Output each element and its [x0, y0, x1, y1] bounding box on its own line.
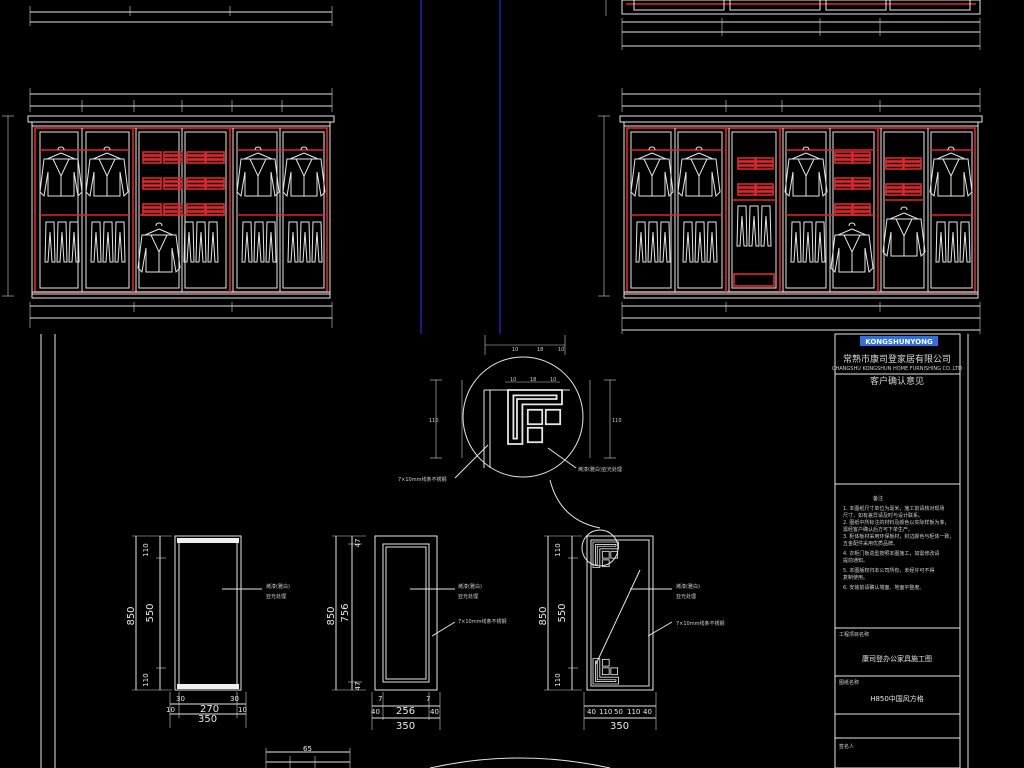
- door-panel-steel-inlay: 烤漆(雅白) 亚光处理 7×10mm线条不锈钢 850 756 47 47 7 …: [326, 535, 506, 732]
- door-panel-plain: 烤漆(雅白) 亚光处理 850 110 550 110 30 30 10 270…: [126, 535, 290, 728]
- panel2-note-b: 亚光处理: [458, 593, 478, 600]
- dim-left: 110: [429, 418, 439, 424]
- panel1-dim-top: 110: [142, 543, 150, 556]
- lattice-detail-callout: 10 18 10 10 18 10 110 110 7×10mm线条不锈钢 烤漆…: [398, 335, 622, 529]
- company-subtitle: CHANGSHU KONGSHUN HOME FURNISHING CO.,LT…: [832, 366, 962, 372]
- panel2-note-c: 7×10mm线条不锈钢: [458, 618, 506, 625]
- drawing-name-label: 图纸名称: [839, 679, 859, 686]
- panel3-note-c: 7×10mm线条不锈钢: [676, 620, 724, 627]
- dim-top-f: 10: [550, 377, 556, 383]
- project-value: 康司登办公家具施工图: [862, 654, 932, 663]
- panel1-dim-w-total: 350: [198, 714, 217, 725]
- panel1-dim-bot: 110: [142, 673, 150, 686]
- notes-list: 1. 本图纸尺寸单位为毫米，施工前请核对现场 尺寸，如有差异请及时与设计联系。 …: [843, 505, 954, 591]
- title-block: KONGSHUNYONG 常熟市康司登家居有限公司 CHANGSHU KONGS…: [832, 333, 962, 768]
- wardrobe-elevation-left: [2, 88, 335, 328]
- note-line: 3. 柜体板材采用环保板材，封边颜色与柜体一致，: [843, 533, 954, 540]
- panel2-dim-height: 850: [326, 606, 337, 625]
- panel2-dim-w-b: 7: [426, 695, 430, 703]
- panel1-dim-w-10b: 10: [238, 706, 247, 714]
- detail-note-right: 烤漆(雅白)亚光处理: [578, 466, 622, 473]
- wardrobe-elevation-right: [598, 88, 983, 334]
- project-label: 工程项目名称: [839, 631, 869, 638]
- panel1-dim-w-inner: 270: [200, 704, 219, 715]
- top-right-wardrobe-partial: [605, 0, 981, 50]
- panel1-note-a: 烤漆(雅白): [266, 583, 290, 590]
- panel3-dim-w-d: 110: [627, 708, 640, 716]
- panel3-dim-height: 850: [538, 606, 549, 625]
- note-line: 5. 本图版权归本公司所有，未经许可不得: [843, 567, 934, 574]
- note-line: 2. 图纸中所标注的材料及颜色以实际样板为准，: [843, 519, 949, 526]
- note-line: 1. 本图纸尺寸单位为毫米，施工前请核对现场: [843, 505, 944, 512]
- bottom-dim-65: 65: [303, 745, 312, 753]
- dim-right: 110: [612, 418, 622, 424]
- dim-top-b: 18: [537, 347, 543, 353]
- client-confirm-heading: 客户确认意见: [870, 375, 924, 387]
- panel2-dim-w-40b: 40: [430, 708, 439, 716]
- panel2-dim-w-total: 350: [396, 721, 415, 732]
- note-line: 提前通知。: [843, 557, 868, 564]
- company-logo: KONGSHUNYONG: [865, 338, 933, 346]
- company-name: 常熟市康司登家居有限公司: [843, 353, 951, 365]
- panel1-dim-w-b: 30: [230, 695, 239, 703]
- panel1-dim-w-10a: 10: [166, 706, 175, 714]
- panel3-dim-mid: 550: [557, 603, 568, 622]
- panel2-dim-w-inner: 256: [396, 706, 415, 717]
- panel3-dim-w-total: 350: [610, 721, 629, 732]
- panel1-dim-height: 850: [126, 606, 137, 625]
- panel2-dim-inner: 756: [340, 603, 351, 622]
- panel2-dim-top: 47: [354, 539, 362, 548]
- panel3-dim-bot: 110: [554, 673, 562, 686]
- note-line: 4. 衣柜门板造型按照本图施工，如需修改请: [843, 550, 939, 557]
- panel3-note-a: 烤漆(雅白): [676, 583, 700, 590]
- panel3-dim-w-b: 110: [599, 708, 612, 716]
- panel2-dim-w-40a: 40: [371, 708, 380, 716]
- detail-note-left: 7×10mm线条不锈钢: [398, 476, 446, 483]
- note-line: 五金配件采用优质品牌。: [843, 540, 898, 547]
- door-panel-chinese-lattice: 烤漆(雅白) 亚光处理 7×10mm线条不锈钢 850 110 550 110 …: [538, 529, 724, 732]
- panel3-dim-top: 110: [554, 543, 562, 556]
- dim-top-d: 10: [510, 377, 516, 383]
- bottom-detail-partial: 65: [265, 745, 611, 768]
- panel1-dim-w-a: 30: [176, 695, 185, 703]
- panel3-note-b: 亚光处理: [676, 593, 696, 600]
- panel3-dim-w-a: 40: [587, 708, 596, 716]
- note-line: 需经客户确认后方可下单生产。: [843, 526, 913, 533]
- dim-top-a: 10: [512, 347, 518, 353]
- dim-top-c: 10: [558, 347, 564, 353]
- signer-label: 签名人: [839, 743, 854, 750]
- note-line: 复制使用。: [843, 574, 868, 581]
- panel3-dim-w-c: 50: [614, 708, 623, 716]
- note-line: 6. 安装前请确认墙面、地面平整度。: [843, 584, 924, 591]
- dim-top-e: 18: [530, 377, 536, 383]
- panel3-dim-w-e: 40: [643, 708, 652, 716]
- notes-heading: 备注: [873, 495, 883, 502]
- panel2-dim-bot: 47: [354, 682, 362, 691]
- top-left-dimension-strip: [29, 6, 333, 26]
- panel1-dim-mid: 550: [145, 603, 156, 622]
- panel1-note-b: 亚光处理: [266, 593, 286, 600]
- panel2-dim-w-a: 7: [378, 695, 382, 703]
- drawing-name-value: H850中国风方格: [870, 694, 924, 703]
- panel2-note-a: 烤漆(雅白): [458, 583, 482, 590]
- note-line: 尺寸，如有差异请及时与设计联系。: [843, 512, 923, 519]
